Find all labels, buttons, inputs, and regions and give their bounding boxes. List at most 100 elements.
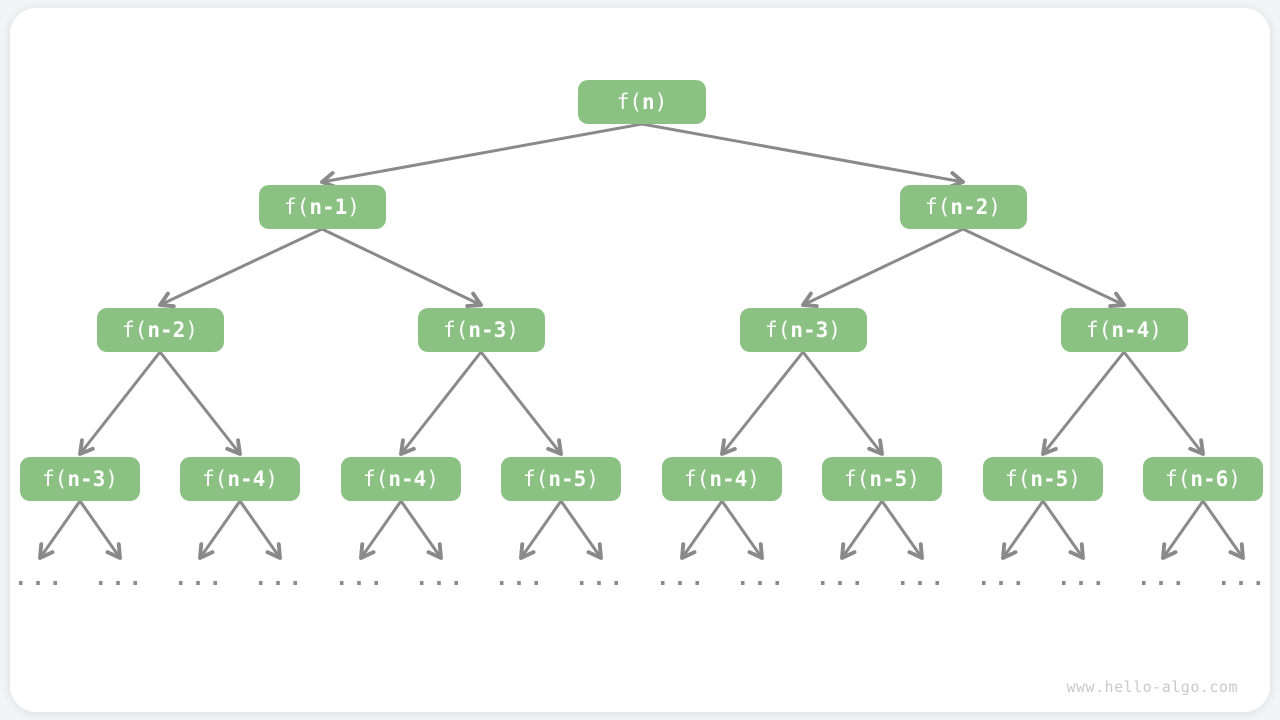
node-label-pre: f( — [523, 466, 549, 491]
edge-arrow — [320, 227, 483, 309]
ellipsis: ... — [174, 566, 226, 591]
edge-arrow — [720, 350, 805, 456]
node-label-post: ) — [506, 317, 519, 342]
node-label-arg: n-1 — [309, 194, 348, 219]
edge-arrow — [961, 227, 1126, 309]
node-label-arg: n-5 — [1030, 466, 1069, 491]
tree-node-f-n-3: f(n-3) — [739, 308, 867, 352]
edge-arrow — [158, 227, 324, 309]
ellipsis: ... — [14, 566, 66, 591]
edge-arrow — [640, 122, 965, 189]
edge-arrow — [238, 499, 282, 560]
edge-arrow — [1041, 499, 1085, 560]
ellipsis: ... — [575, 566, 627, 591]
node-label-arg: n-3 — [67, 466, 106, 491]
tree-node-f-n-3: f(n-3) — [20, 457, 140, 501]
node-label-pre: f( — [1165, 466, 1191, 491]
node-label-pre: f( — [765, 317, 791, 342]
node-label-arg: n-5 — [548, 466, 587, 491]
node-label-pre: f( — [42, 466, 68, 491]
node-label-post: ) — [828, 317, 841, 342]
tree-node-f-n-6: f(n-6) — [1143, 457, 1263, 501]
node-label-pre: f( — [284, 194, 310, 219]
node-label-arg: n-3 — [468, 317, 507, 342]
tree-node-f-n-3: f(n-3) — [417, 308, 545, 352]
ellipsis: ... — [1137, 566, 1189, 591]
edge-arrow — [1001, 499, 1045, 560]
node-label-post: ) — [105, 466, 118, 491]
tree-node-f-n-5: f(n-5) — [822, 457, 942, 501]
ellipsis: ... — [656, 566, 708, 591]
node-label-arg: n-5 — [869, 466, 908, 491]
node-label-arg: n-4 — [1111, 317, 1150, 342]
tree-node-f-n-4: f(n-4) — [662, 457, 782, 501]
edge-arrow — [158, 350, 242, 456]
edge-arrow — [519, 499, 563, 560]
node-label-post: ) — [265, 466, 278, 491]
ellipsis: ... — [816, 566, 868, 591]
node-label-post: ) — [1149, 317, 1162, 342]
node-label-arg: n-4 — [227, 466, 266, 491]
edge-arrow — [801, 227, 965, 309]
ellipsis: ... — [736, 566, 788, 591]
tree-node-f-n-4: f(n-4) — [341, 457, 461, 501]
node-label-post: ) — [586, 466, 599, 491]
node-label-pre: f( — [616, 89, 642, 114]
node-label-arg: n-2 — [950, 194, 989, 219]
edge-arrow — [78, 499, 122, 560]
edge-arrow — [880, 499, 924, 560]
node-label-post: ) — [185, 317, 198, 342]
watermark: www.hello-algo.com — [1066, 678, 1238, 696]
node-label-pre: f( — [443, 317, 469, 342]
node-label-pre: f( — [363, 466, 389, 491]
edge-arrow — [399, 499, 443, 560]
node-label-post: ) — [747, 466, 760, 491]
node-label-arg: n-3 — [790, 317, 829, 342]
edge-arrow — [78, 350, 162, 456]
node-label-post: ) — [988, 194, 1001, 219]
ellipsis: ... — [495, 566, 547, 591]
tree-node-f-n-2: f(n-2) — [96, 308, 224, 352]
node-label-post: ) — [347, 194, 360, 219]
node-label-pre: f( — [202, 466, 228, 491]
ellipsis: ... — [335, 566, 387, 591]
edge-arrow — [559, 499, 603, 560]
tree-node-f-n-4: f(n-4) — [180, 457, 300, 501]
node-label-post: ) — [1068, 466, 1081, 491]
node-label-pre: f( — [1005, 466, 1031, 491]
node-label-pre: f( — [122, 317, 148, 342]
node-label-post: ) — [1228, 466, 1241, 491]
tree-node-f-n-5: f(n-5) — [501, 457, 621, 501]
edge-arrow — [1041, 350, 1126, 456]
node-label-post: ) — [426, 466, 439, 491]
node-label-pre: f( — [684, 466, 710, 491]
ellipsis: ... — [415, 566, 467, 591]
edge-arrow — [399, 350, 483, 456]
edge-arrow — [720, 499, 764, 560]
node-label-arg: n-6 — [1190, 466, 1229, 491]
edge-arrow — [801, 350, 884, 456]
node-label-arg: n-4 — [388, 466, 427, 491]
edge-arrow — [320, 122, 644, 189]
tree-node-f-n-4: f(n-4) — [1060, 308, 1188, 352]
edge-arrow — [479, 350, 563, 456]
ellipsis: ... — [896, 566, 948, 591]
tree-node-f-n: f(n) — [578, 80, 706, 124]
tree-node-f-n-5: f(n-5) — [983, 457, 1103, 501]
node-label-pre: f( — [925, 194, 951, 219]
tree-node-f-n-2: f(n-2) — [899, 185, 1027, 229]
node-label-post: ) — [907, 466, 920, 491]
node-label-arg: n-4 — [709, 466, 748, 491]
tree-node-f-n-1: f(n-1) — [258, 185, 386, 229]
node-label-arg: n — [641, 89, 655, 114]
edge-arrow — [1201, 499, 1245, 560]
edge-arrow — [359, 499, 403, 560]
edge-arrow — [680, 499, 724, 560]
node-label-post: ) — [654, 89, 668, 114]
edge-arrow — [1122, 350, 1205, 456]
edge-arrow — [840, 499, 884, 560]
node-label-pre: f( — [844, 466, 870, 491]
ellipsis: ... — [1057, 566, 1109, 591]
